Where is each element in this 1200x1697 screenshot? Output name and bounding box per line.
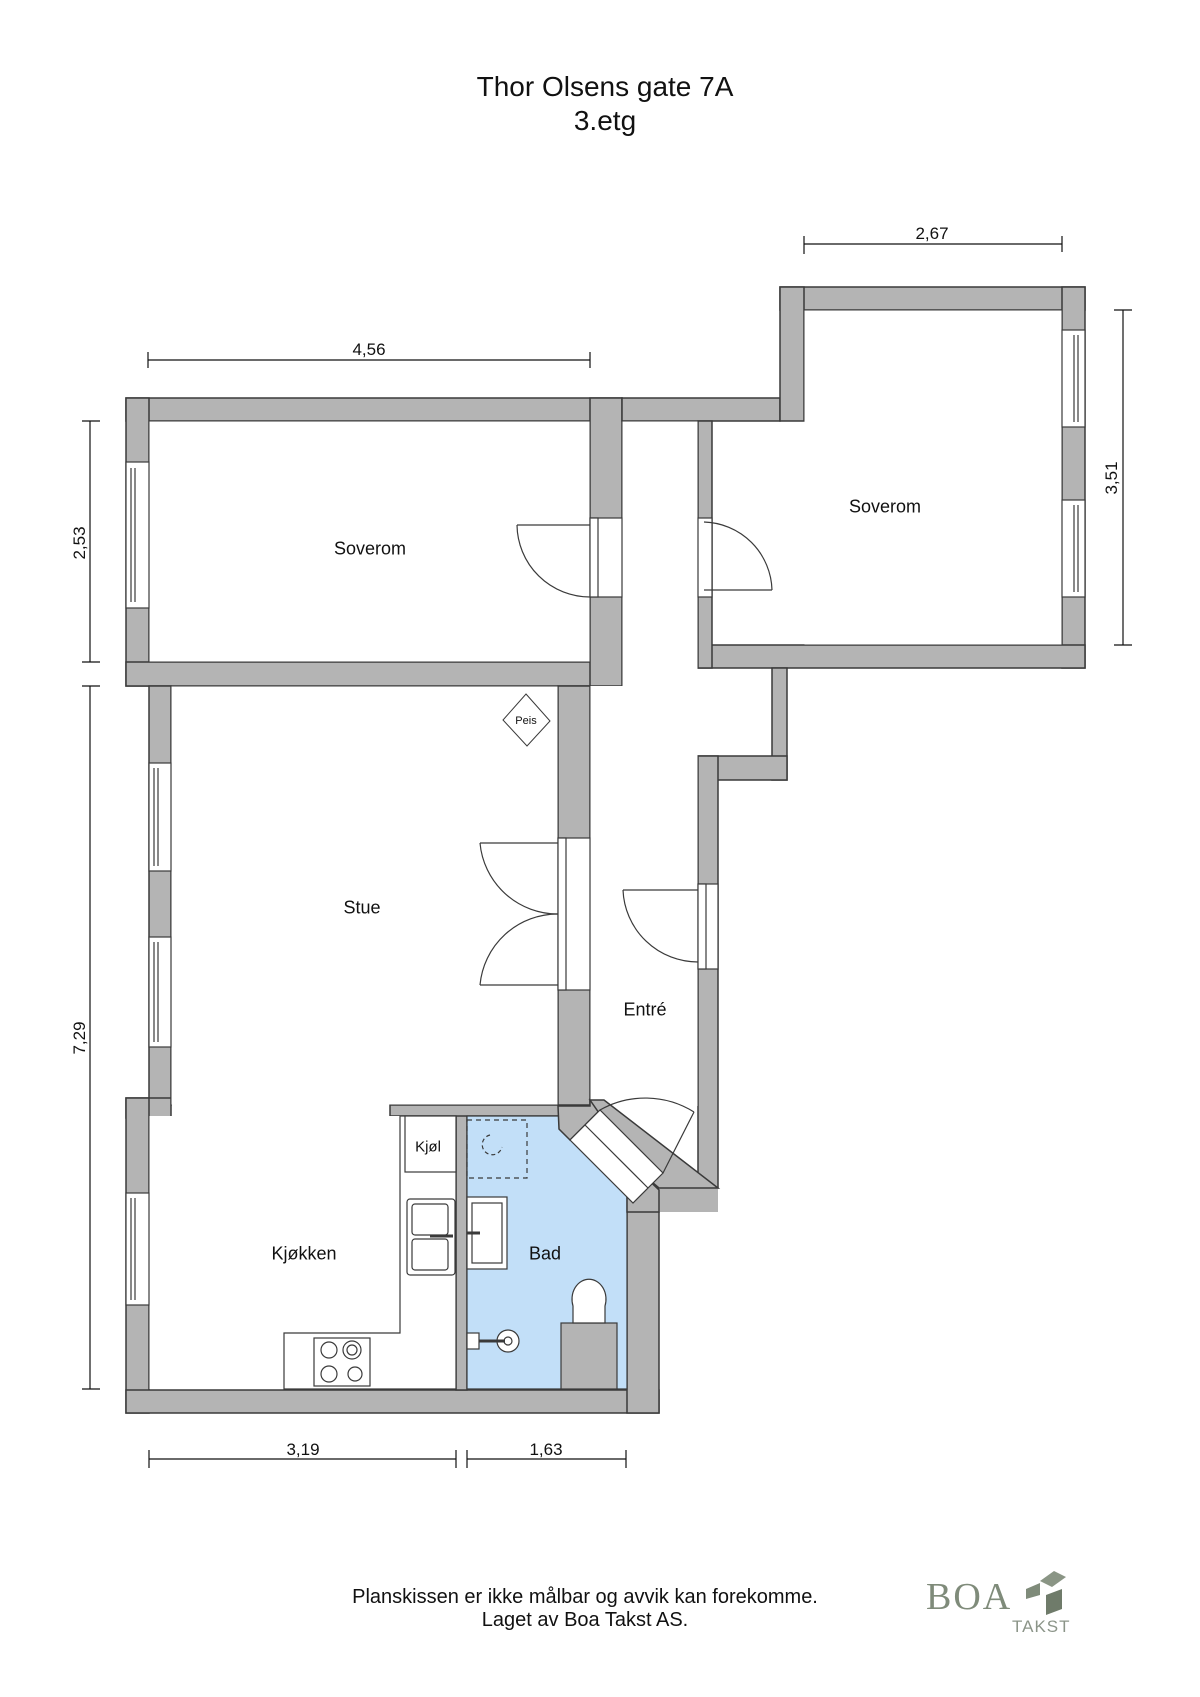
room-label-bedroom-right: Soverom — [848, 496, 922, 517]
plan-title-floor: 3.etg — [573, 105, 637, 136]
walls — [125, 286, 1086, 1414]
logo-wordmark: BOA — [926, 1576, 1013, 1618]
room-label-living-room: Stue — [343, 897, 381, 918]
dim-bedroom-left-depth: 2,53 — [70, 526, 89, 560]
bedroom-left-floor — [149, 421, 590, 662]
disclaimer-text: Planskissen er ikke målbar og avvik kan … — [352, 1586, 818, 1608]
dim-bathroom-width: 1,63 — [529, 1440, 563, 1459]
shower-area — [466, 1119, 528, 1179]
living-floor — [171, 686, 558, 1105]
dim-bedroom-left-width: 4,56 — [352, 340, 386, 359]
kitchen-counters — [283, 1115, 457, 1390]
dimension-lines — [82, 236, 1132, 1468]
room-label-entrance: Entré — [623, 999, 667, 1020]
room-label-kitchen: Kjøkken — [271, 1243, 337, 1264]
doors — [479, 517, 773, 991]
window-bedroom-left — [125, 461, 150, 609]
windows — [125, 329, 1086, 1306]
logo-subtitle: TAKST — [1012, 1617, 1071, 1636]
dim-bedroom-right-width: 2,67 — [915, 224, 949, 243]
bath-door-diagonal — [569, 1097, 695, 1204]
bedroom-right-floor — [804, 310, 1062, 645]
house-icon — [1026, 1571, 1066, 1615]
window-kitchen — [125, 1192, 150, 1306]
dim-living-kitchen-depth: 7,29 — [70, 1021, 89, 1055]
fridge — [404, 1115, 457, 1173]
footer-note: Planskissen er ikke målbar og avvik kan … — [270, 1586, 900, 1632]
entrance-floor — [590, 686, 698, 1106]
boa-takst-logo: BOA TAKST — [920, 1565, 1090, 1640]
credit-text: Laget av Boa Takst AS. — [481, 1609, 689, 1631]
window-stue-1 — [148, 762, 172, 872]
fireplace — [502, 693, 551, 747]
room-label-bedroom-left: Soverom — [333, 538, 407, 559]
fridge-label: Kjøl — [415, 1138, 441, 1156]
dim-kitchen-width: 3,19 — [286, 1440, 320, 1459]
plan-title-address: Thor Olsens gate 7A — [476, 71, 734, 102]
room-label-bathroom: Bad — [528, 1243, 562, 1264]
fireplace-label: Peis — [515, 715, 537, 727]
bath-fixtures — [466, 1119, 618, 1390]
dim-bedroom-right-depth: 3,51 — [1102, 461, 1121, 495]
window-stue-2 — [148, 936, 172, 1048]
toilet-box — [560, 1322, 618, 1390]
